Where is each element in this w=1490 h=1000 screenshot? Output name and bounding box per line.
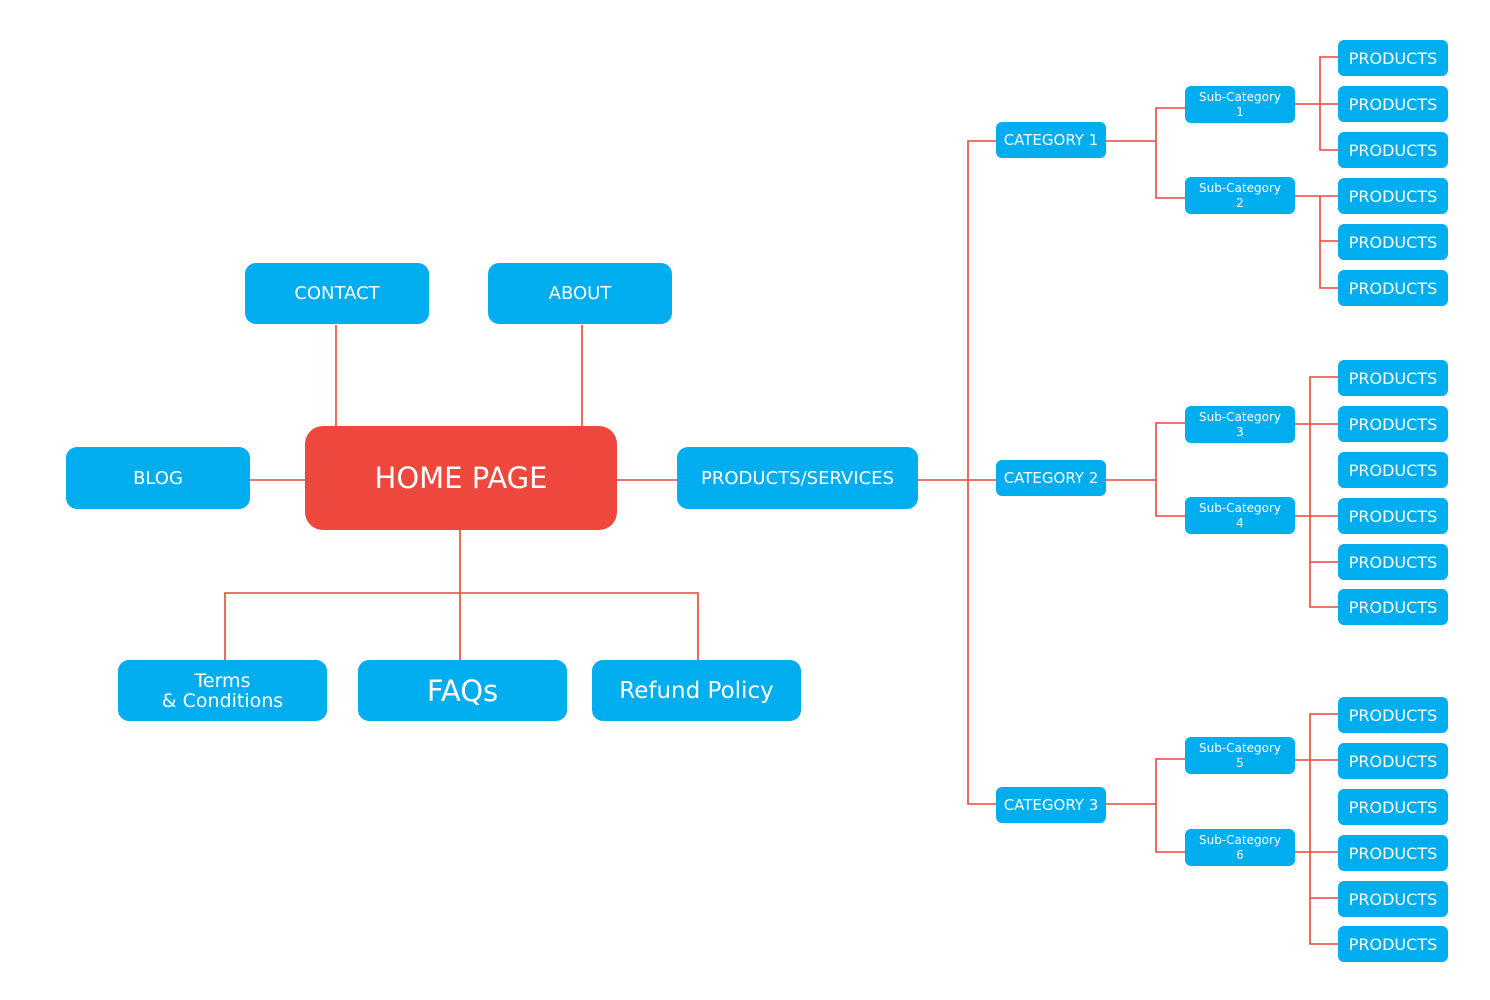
contact-node: CONTACT — [245, 263, 429, 324]
products-node: PRODUCTS — [1338, 86, 1448, 122]
subcategory-node: Sub-Category 1 — [1185, 86, 1295, 123]
products-node: PRODUCTS — [1338, 270, 1448, 306]
about-node: ABOUT — [488, 263, 672, 324]
category-node: CATEGORY 2 — [996, 460, 1106, 496]
subcategory-node: Sub-Category 5 — [1185, 737, 1295, 774]
products-node: PRODUCTS — [1338, 544, 1448, 580]
terms-conditions-node: Terms & Conditions — [118, 660, 327, 721]
category-node: CATEGORY 3 — [996, 787, 1106, 823]
products-node: PRODUCTS — [1338, 178, 1448, 214]
refund-policy-node: Refund Policy — [592, 660, 801, 721]
category-node: CATEGORY 1 — [996, 122, 1106, 158]
products-node: PRODUCTS — [1338, 406, 1448, 442]
products-node: PRODUCTS — [1338, 452, 1448, 488]
products-services-node: PRODUCTS/SERVICES — [677, 447, 918, 509]
products-node: PRODUCTS — [1338, 881, 1448, 917]
subcategory-node: Sub-Category 4 — [1185, 497, 1295, 534]
faqs-node: FAQs — [358, 660, 567, 721]
products-node: PRODUCTS — [1338, 835, 1448, 871]
products-node: PRODUCTS — [1338, 132, 1448, 168]
blog-node: BLOG — [66, 447, 250, 509]
products-node: PRODUCTS — [1338, 498, 1448, 534]
subcategory-node: Sub-Category 2 — [1185, 177, 1295, 214]
subcategory-node: Sub-Category 6 — [1185, 829, 1295, 866]
products-node: PRODUCTS — [1338, 224, 1448, 260]
products-node: PRODUCTS — [1338, 789, 1448, 825]
products-node: PRODUCTS — [1338, 40, 1448, 76]
products-node: PRODUCTS — [1338, 743, 1448, 779]
home-page-node: HOME PAGE — [305, 426, 617, 530]
subcategory-node: Sub-Category 3 — [1185, 406, 1295, 443]
products-node: PRODUCTS — [1338, 926, 1448, 962]
products-node: PRODUCTS — [1338, 360, 1448, 396]
products-node: PRODUCTS — [1338, 697, 1448, 733]
products-node: PRODUCTS — [1338, 589, 1448, 625]
